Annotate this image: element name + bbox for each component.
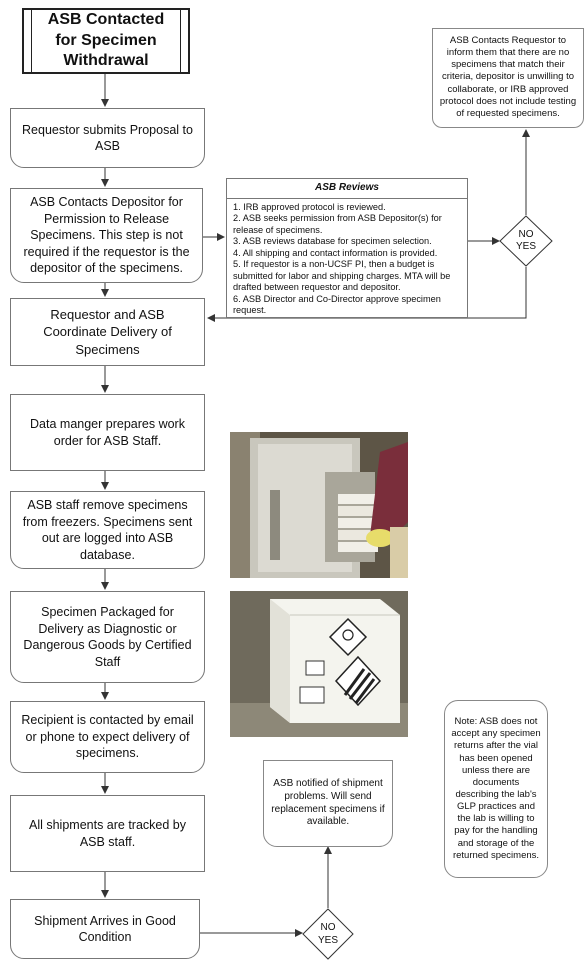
review-item: 3. ASB reviews database for specimen sel… (233, 236, 432, 246)
review-item: 2. ASB seeks permission from ASB Deposit… (233, 213, 442, 235)
decision-diamond-2 (302, 908, 354, 960)
shipment-problem-note: ASB notified of shipment problems. Will … (263, 760, 393, 847)
step-submit: Requestor submits Proposal to ASB (10, 108, 205, 168)
review-item: 4. All shipping and contact information … (233, 247, 438, 258)
page-title: ASB Contacted for Specimen Withdrawal (31, 10, 181, 72)
asb-reviews-title: ASB Reviews (227, 179, 467, 199)
step-recipient: Recipient is contacted by email or phone… (10, 701, 205, 773)
asb-reviews-list: 1. IRB approved protocol is reviewed. 2.… (233, 202, 461, 317)
step-contact-depositor: ASB Contacts Depositor for Permission to… (10, 188, 203, 283)
review-item: 5. If requestor is a non-UCSF PI, then a… (233, 259, 451, 292)
no-match-note: ASB Contacts Requestor to inform them th… (432, 28, 584, 128)
returns-note: Note: ASB does not accept any specimen r… (444, 700, 548, 878)
review-item: 1. IRB approved protocol is reviewed. (233, 201, 386, 212)
decision1-no-label: NO (518, 229, 534, 240)
step-data-manager: Data manger prepares work order for ASB … (10, 394, 205, 471)
title-box: ASB Contacted for Specimen Withdrawal (22, 8, 190, 74)
step-tracked: All shipments are tracked by ASB staff. (10, 795, 205, 872)
arrow-decision1-coordinate (207, 267, 527, 322)
step-remove-specimens: ASB staff remove specimens from freezers… (10, 491, 205, 569)
package-photo (230, 591, 408, 737)
freezer-photo-illustration (230, 432, 408, 578)
asb-reviews-box: ASB Reviews 1. IRB approved protocol is … (226, 178, 468, 318)
freezer-photo (230, 432, 408, 578)
decision-diamond-1 (499, 215, 553, 267)
decision1-yes-label: YES (515, 241, 536, 252)
decision2-yes-label: YES (317, 935, 338, 946)
package-photo-illustration (230, 591, 408, 737)
review-item: 6. ASB Director and Co-Director approve … (233, 293, 441, 316)
step-coordinate: Requestor and ASB Coordinate Delivery of… (10, 298, 205, 366)
step-packaged: Specimen Packaged for Delivery as Diagno… (10, 591, 205, 683)
decision2-no-label: NO (320, 922, 336, 933)
step-arrives: Shipment Arrives in Good Condition (10, 899, 200, 959)
